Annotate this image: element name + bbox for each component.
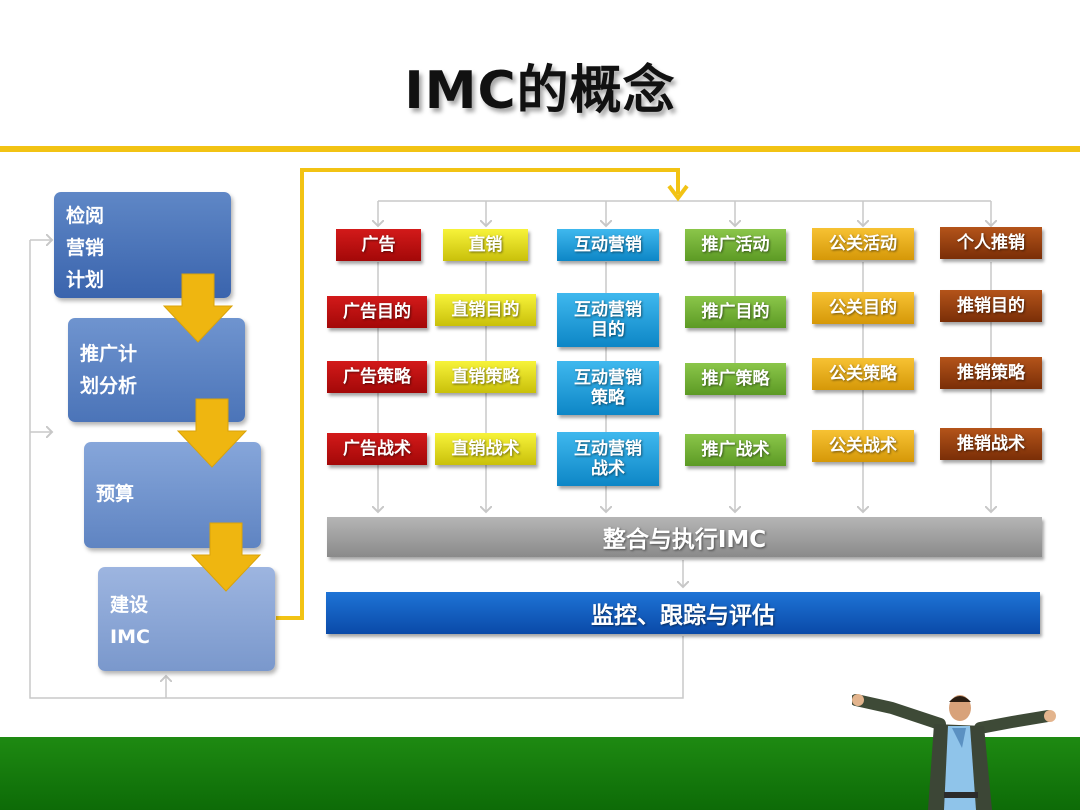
celebrating-man-illustration (852, 694, 1056, 810)
item-promotion-goal: 推广目的 (685, 296, 786, 328)
item-promotion-tactics: 推广战术 (685, 434, 786, 466)
header-advertising: 广告 (336, 229, 421, 261)
header-direct-sales: 直销 (443, 229, 528, 261)
down-arrow-icon (190, 522, 262, 592)
item-advertising-goal: 广告目的 (327, 296, 427, 328)
header-public-relations: 公关活动 (812, 228, 914, 260)
item-direct-goal: 直销目的 (435, 294, 536, 326)
title-divider (0, 146, 1080, 152)
page-title: IMC的概念 (404, 61, 676, 121)
item-pr-strategy: 公关策略 (812, 358, 914, 390)
item-selling-goal: 推销目的 (940, 290, 1042, 322)
item-pr-goal: 公关目的 (812, 292, 914, 324)
item-promotion-strategy: 推广策略 (685, 363, 786, 395)
item-selling-tactics: 推销战术 (940, 428, 1042, 460)
item-direct-tactics: 直销战术 (435, 433, 536, 465)
item-direct-strategy: 直销策略 (435, 361, 536, 393)
monitor-evaluate-bar: 监控、跟踪与评估 (326, 592, 1040, 634)
step-budget: 预算 (84, 442, 261, 548)
header-personal-selling: 个人推销 (940, 227, 1042, 259)
footer-band (0, 737, 1080, 810)
item-interactive-strategy: 互动营销策略 (557, 361, 659, 415)
step-promotion-analysis: 推广计划分析 (68, 318, 245, 422)
item-pr-tactics: 公关战术 (812, 430, 914, 462)
item-advertising-tactics: 广告战术 (327, 433, 427, 465)
item-advertising-strategy: 广告策略 (327, 361, 427, 393)
header-interactive-marketing: 互动营销 (557, 229, 659, 261)
down-arrow-icon (176, 398, 248, 468)
item-interactive-goal: 互动营销目的 (557, 293, 659, 347)
integrate-execute-bar: 整合与执行IMC (327, 517, 1042, 557)
item-interactive-tactics: 互动营销战术 (557, 432, 659, 486)
down-arrow-icon (162, 273, 234, 343)
header-promotion: 推广活动 (685, 229, 786, 261)
item-selling-strategy: 推销策略 (940, 357, 1042, 389)
